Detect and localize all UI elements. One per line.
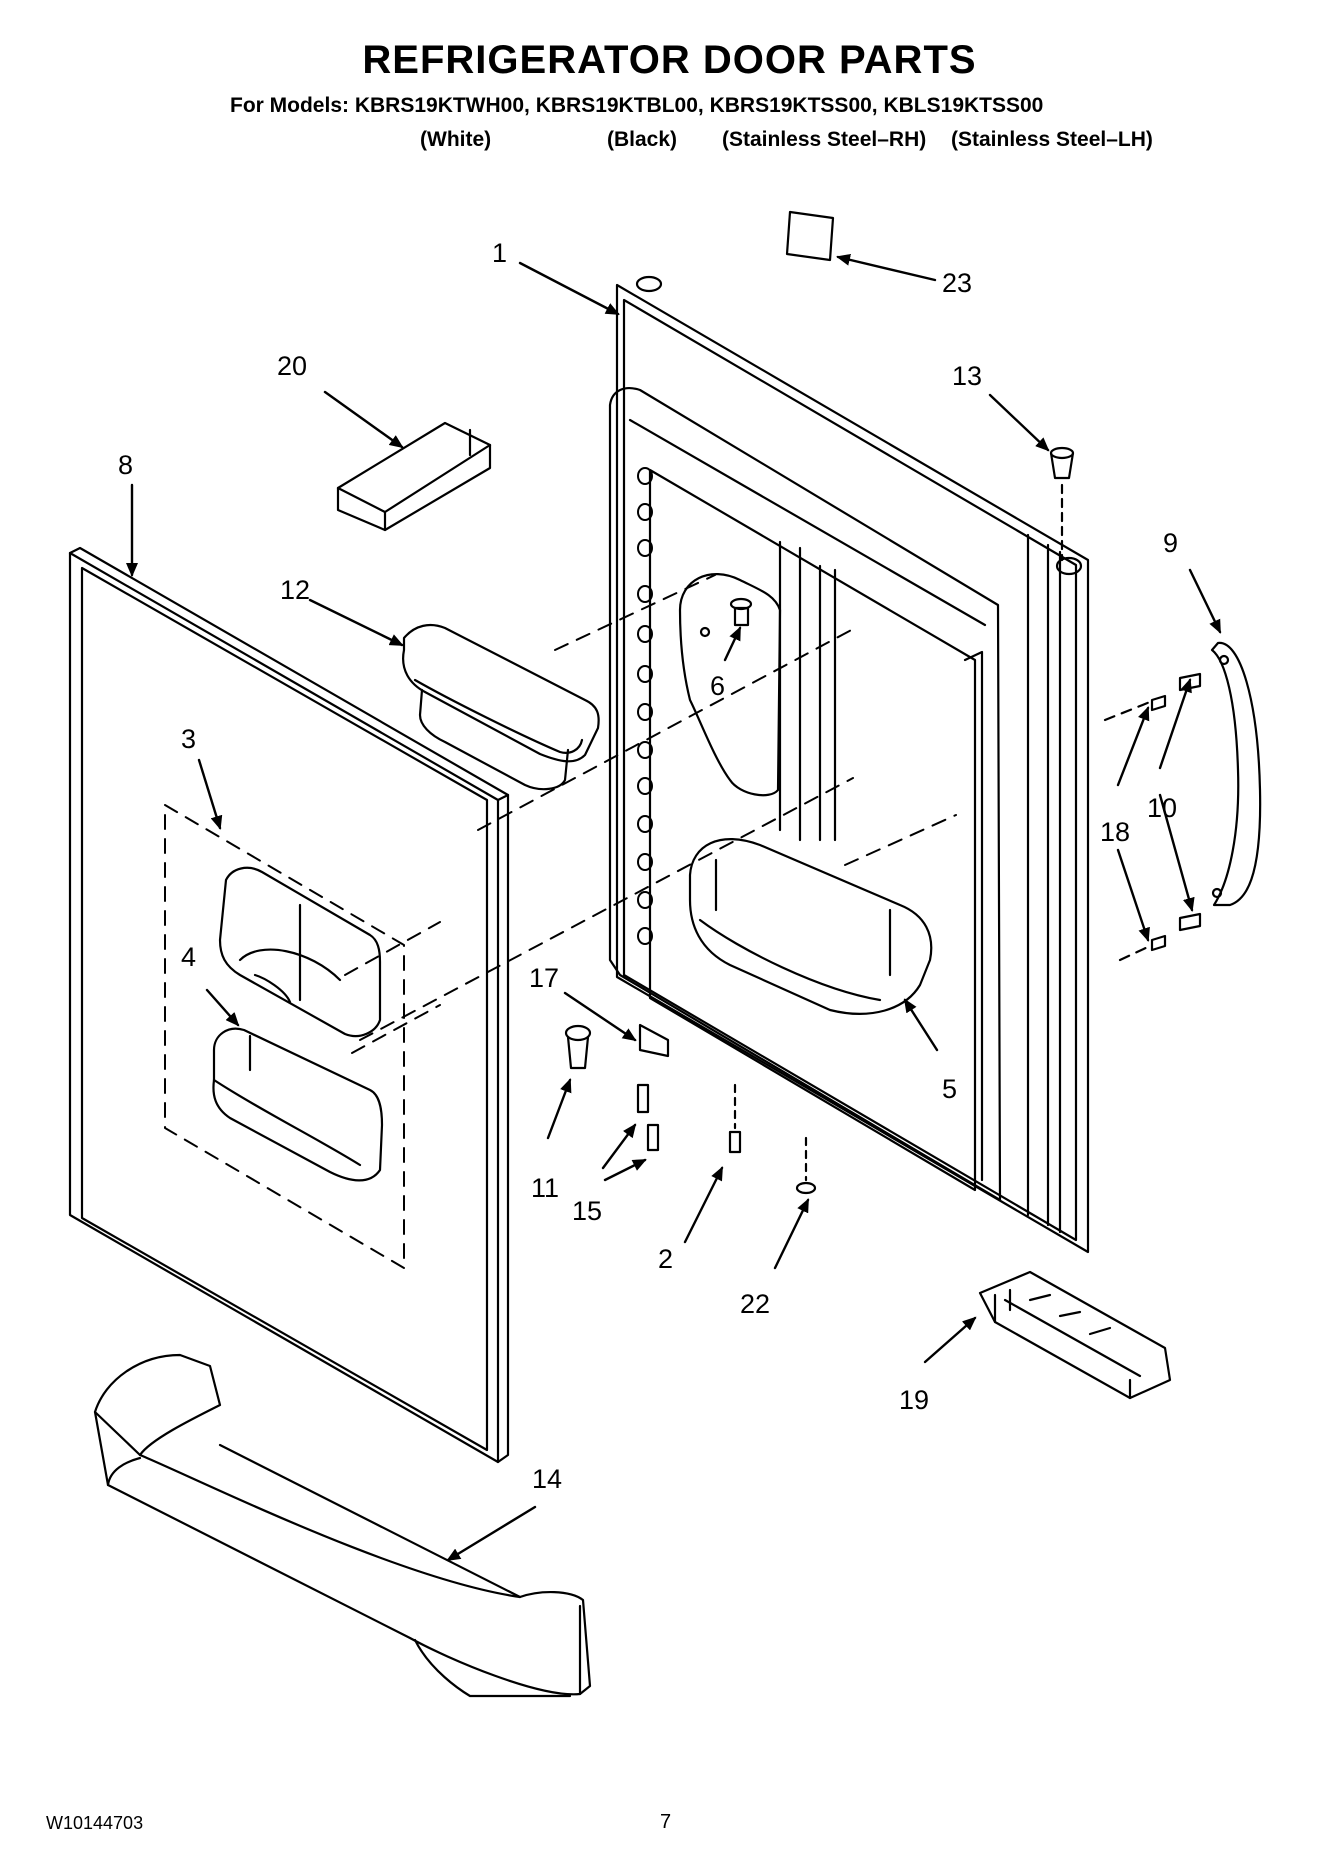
callout-10: 10 <box>1147 793 1177 823</box>
callout-1: 1 <box>492 238 507 268</box>
part-bushing-13 <box>1049 446 1075 562</box>
callout-22: 22 <box>740 1289 770 1319</box>
callout-19: 19 <box>899 1385 929 1415</box>
page-title: REFRIGERATOR DOOR PARTS <box>362 38 977 82</box>
callout-8: 8 <box>118 450 133 480</box>
part-label-23 <box>785 210 835 262</box>
part-bin-5 <box>688 838 933 1015</box>
part-shelf-14 <box>93 1353 592 1698</box>
callout-13: 13 <box>952 361 982 391</box>
part-door-panel-8 <box>68 546 510 1464</box>
callout-2: 2 <box>658 1244 673 1274</box>
color-white: (White) <box>420 128 492 151</box>
part-rack-19 <box>978 1270 1172 1400</box>
document-number: W10144703 <box>46 1813 144 1833</box>
models-line: For Models: KBRS19KTWH00, KBRS19KTBL00, … <box>230 94 1044 117</box>
part-dispenser-3 <box>218 866 382 1038</box>
callout-9: 9 <box>1163 528 1178 558</box>
part-tray-4 <box>212 1027 384 1182</box>
callout-18: 18 <box>1100 817 1130 847</box>
leader-arrows <box>126 253 1222 1562</box>
callout-17: 17 <box>529 963 559 993</box>
assembly-guides <box>344 574 957 1054</box>
part-hardware <box>564 1023 817 1195</box>
callout-15: 15 <box>572 1196 602 1226</box>
part-bracket-6 <box>678 573 782 797</box>
callout-3: 3 <box>181 724 196 754</box>
callout-4: 4 <box>181 942 196 972</box>
color-stainless-rh: (Stainless Steel–RH) <box>722 128 927 151</box>
page-number: 7 <box>660 1811 672 1833</box>
part-bin-20 <box>336 421 492 532</box>
color-stainless-lh: (Stainless Steel–LH) <box>951 128 1153 151</box>
part-screws-10-18 <box>1103 672 1202 962</box>
callout-23: 23 <box>942 268 972 298</box>
callout-5: 5 <box>942 1074 957 1104</box>
callout-11: 11 <box>531 1173 559 1203</box>
callout-numbers: 1 2 3 4 5 6 8 9 10 11 12 13 14 15 17 18 … <box>118 238 1178 1494</box>
part-bin-12 <box>402 623 600 791</box>
callout-20: 20 <box>277 351 307 381</box>
callout-6: 6 <box>710 671 725 701</box>
color-black: (Black) <box>607 128 678 151</box>
part-dispenser-region-3 <box>164 804 405 1269</box>
part-door-1 <box>608 275 1090 1254</box>
callout-14: 14 <box>532 1464 562 1494</box>
callout-12: 12 <box>280 575 310 605</box>
part-handle-9 <box>1210 641 1262 907</box>
